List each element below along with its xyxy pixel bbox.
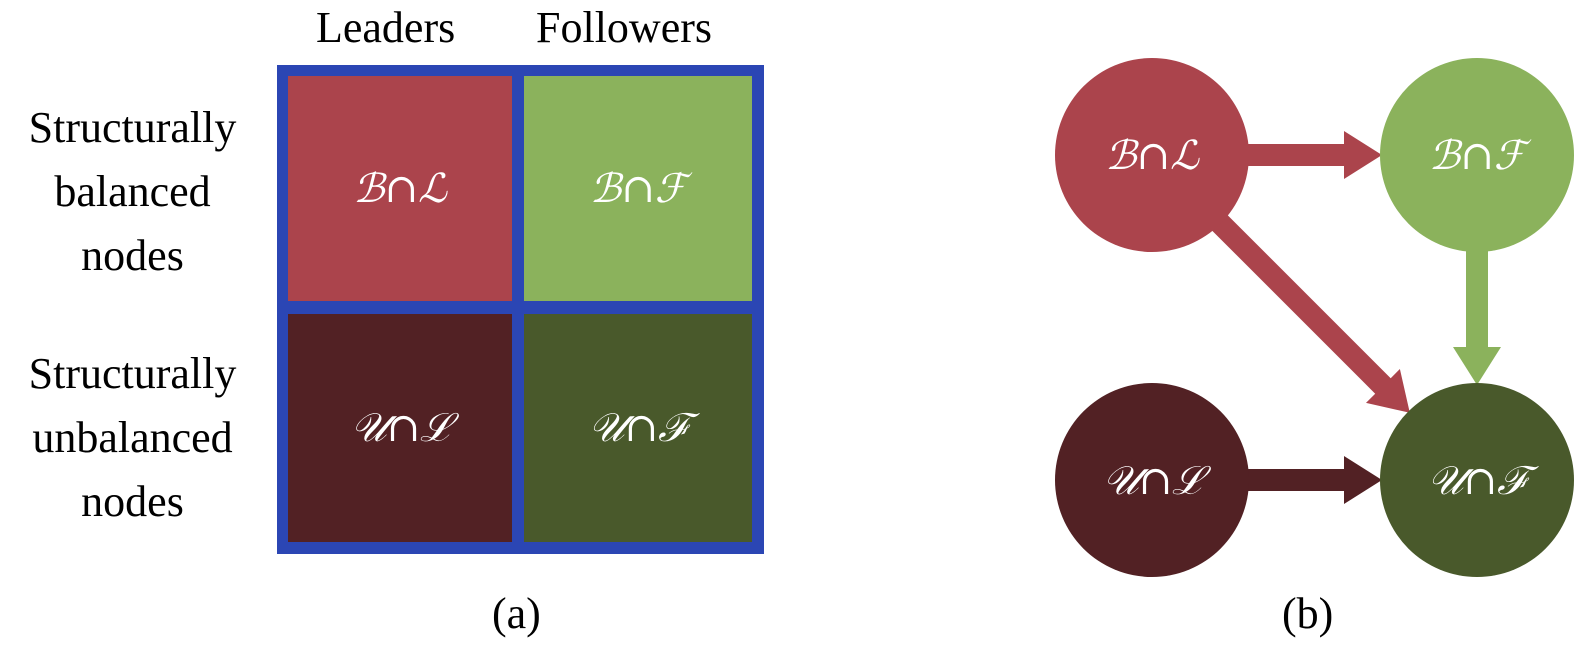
row-label-line: nodes xyxy=(81,477,184,526)
node-bf xyxy=(1380,58,1574,252)
node-label-bl: ℬ∩ℒ xyxy=(1105,133,1200,179)
row-label-line: nodes xyxy=(81,231,184,280)
edge-arrow-bf-to-uf xyxy=(1453,244,1501,385)
column-header-leaders: Leaders xyxy=(316,3,456,52)
cell-unbalanced-followers: 𝒰∩ℱ xyxy=(524,314,752,542)
edge-arrow-bl-to-uf xyxy=(1207,210,1410,413)
row-label-unbalanced: Structurally unbalanced nodes xyxy=(0,342,265,534)
cell-label: 𝒰∩ℱ xyxy=(588,405,688,451)
row-label-line: unbalanced xyxy=(32,413,233,462)
cell-balanced-leaders: ℬ∩ℒ xyxy=(288,76,512,301)
caption-b: (b) xyxy=(1282,589,1334,638)
edge-arrow-ul-to-uf xyxy=(1241,456,1382,504)
row-label-balanced: Structurally balanced nodes xyxy=(0,96,265,288)
node-uf xyxy=(1380,383,1574,577)
row-label-line: balanced xyxy=(54,167,211,216)
node-ul xyxy=(1055,383,1249,577)
node-transition-graph: ℬ∩ℒ ℬ∩ℱ 𝒰∩ℒ 𝒰∩ℱ xyxy=(1055,58,1574,577)
edge-arrow-bl-to-bf xyxy=(1241,131,1382,179)
cell-label: 𝒰∩ℒ xyxy=(350,405,450,451)
row-label-line: Structurally xyxy=(28,103,237,152)
row-label-line: Structurally xyxy=(28,349,237,398)
cell-label: ℬ∩ℱ xyxy=(589,165,687,212)
node-label-ul: 𝒰∩ℒ xyxy=(1103,458,1212,504)
classification-grid: ℬ∩ℒ ℬ∩ℱ 𝒰∩ℒ 𝒰∩ℱ xyxy=(277,65,764,554)
node-label-uf: 𝒰∩ℱ xyxy=(1427,458,1539,504)
cell-balanced-followers: ℬ∩ℱ xyxy=(524,76,752,301)
cell-label: ℬ∩ℒ xyxy=(353,165,447,212)
cell-unbalanced-leaders: 𝒰∩ℒ xyxy=(288,314,512,542)
caption-a: (a) xyxy=(492,589,541,638)
node-bl xyxy=(1055,58,1249,252)
column-header-followers: Followers xyxy=(536,3,712,52)
node-label-bf: ℬ∩ℱ xyxy=(1429,133,1532,179)
